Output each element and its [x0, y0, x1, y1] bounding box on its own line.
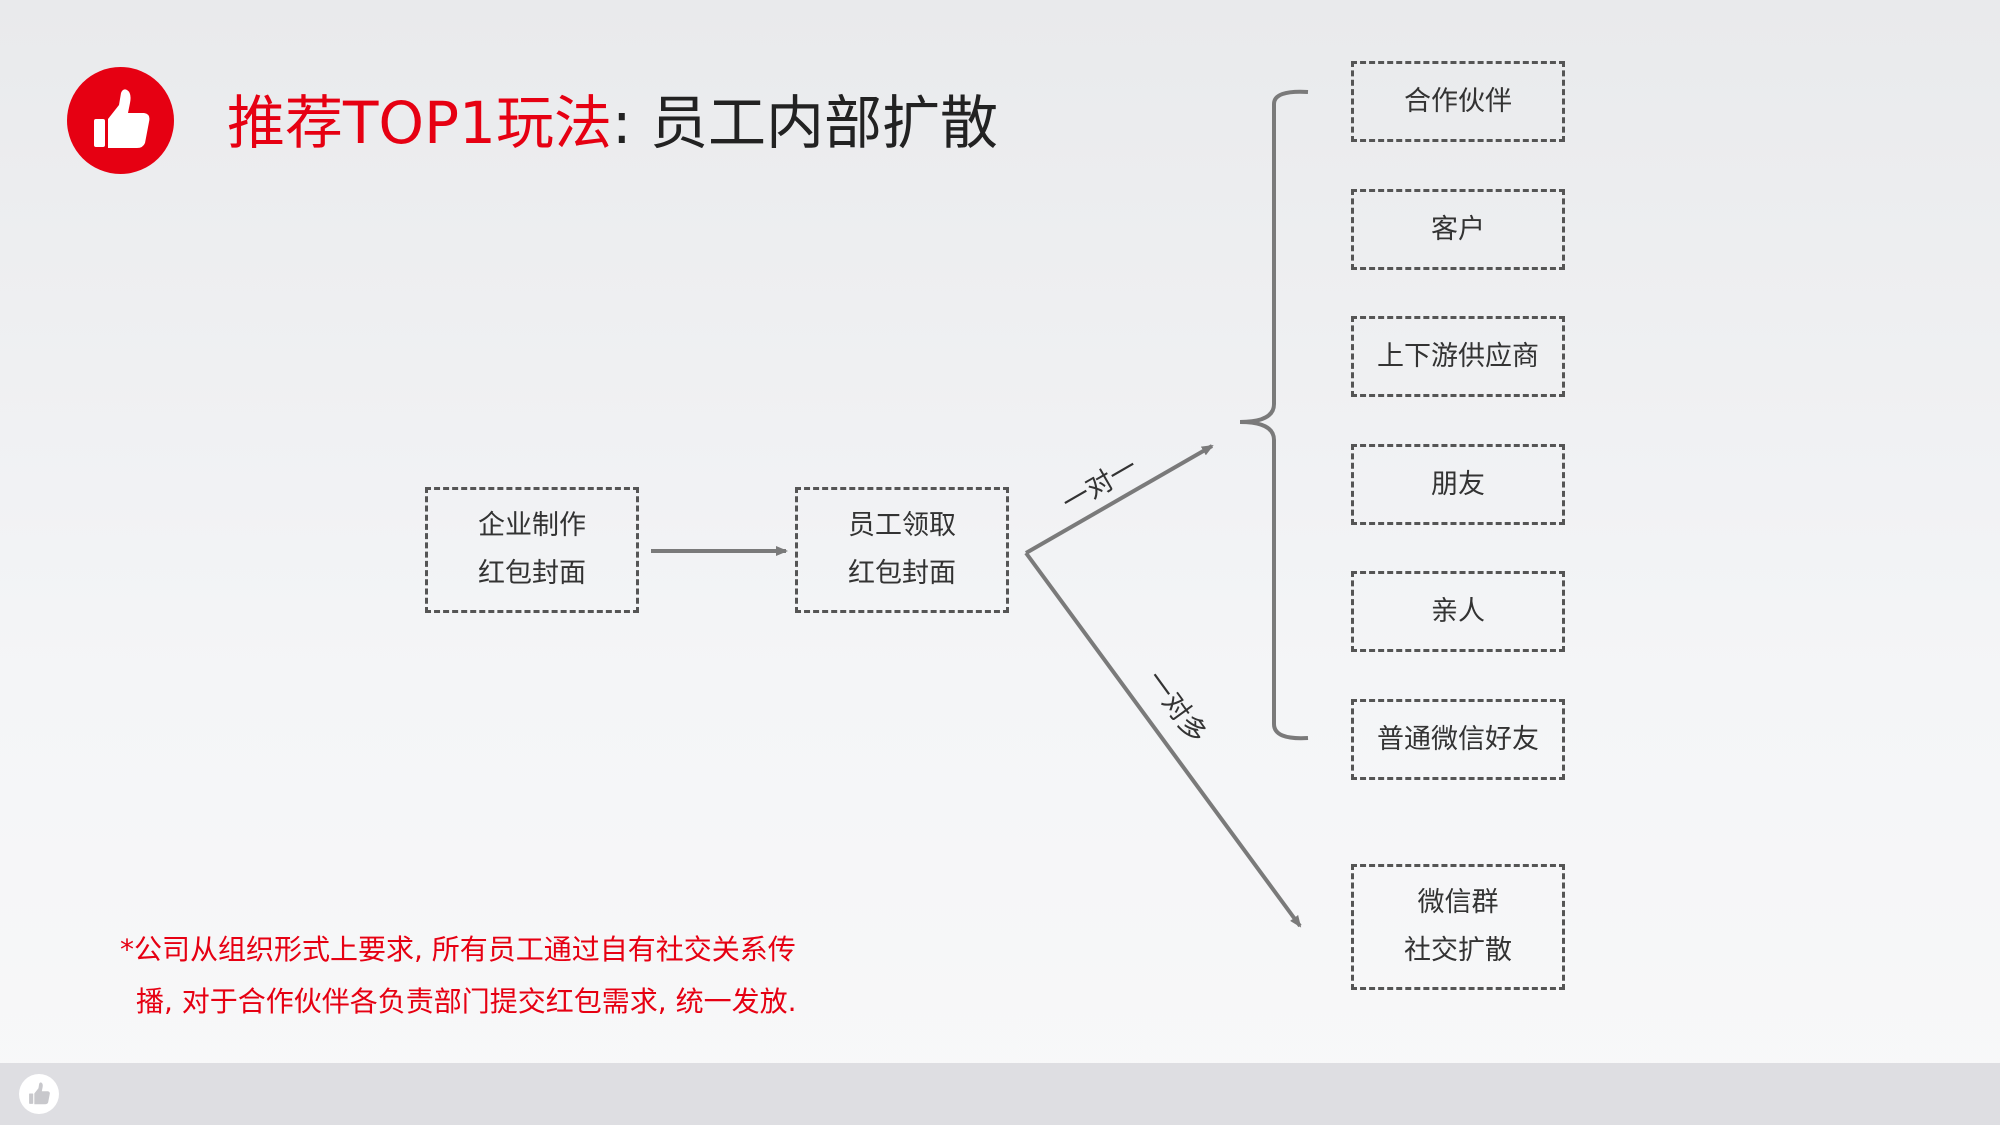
footer-bar	[0, 1063, 2000, 1125]
target-label: 上下游供应商	[1377, 340, 1539, 372]
box-group-line1: 微信群	[1417, 887, 1499, 918]
target-box-relatives: 亲人	[1351, 571, 1565, 652]
footer-logo	[19, 1074, 59, 1114]
thumbs-up-logo	[67, 67, 174, 174]
footnote: *公司从组织形式上要求, 所有员工通过自有社交关系传 播, 对于合作伙伴各负责部…	[120, 924, 797, 1028]
thumbs-up-icon	[94, 89, 150, 148]
page-title: 推荐TOP1玩法: 员工内部扩散	[227, 86, 998, 160]
title-highlight: 推荐TOP1玩法	[227, 89, 612, 157]
box-enterprise-line2: 红包封面	[478, 558, 586, 589]
box-employee-line1: 员工领取	[848, 510, 956, 541]
curly-brace	[1239, 89, 1309, 741]
box-employee-receive-cover: 员工领取 红包封面	[795, 487, 1009, 613]
thumbs-up-icon	[29, 1082, 50, 1105]
footnote-line2: 播, 对于合作伙伴各负责部门提交红包需求, 统一发放.	[136, 985, 797, 1018]
footnote-line1: *公司从组织形式上要求, 所有员工通过自有社交关系传	[120, 933, 796, 966]
target-label: 普通微信好友	[1377, 723, 1539, 755]
box-wechat-group: 微信群 社交扩散	[1351, 864, 1565, 990]
target-box-partners: 合作伙伴	[1351, 61, 1565, 142]
target-box-wechat-friends: 普通微信好友	[1351, 699, 1565, 780]
box-group-line2: 社交扩散	[1404, 935, 1512, 966]
target-label: 朋友	[1431, 468, 1485, 500]
box-enterprise-make-cover: 企业制作 红包封面	[425, 487, 639, 613]
arrow-one-to-many	[1024, 551, 1302, 928]
target-box-suppliers: 上下游供应商	[1351, 316, 1565, 397]
target-box-customers: 客户	[1351, 189, 1565, 270]
target-label: 合作伙伴	[1404, 85, 1512, 117]
box-employee-line2: 红包封面	[848, 558, 956, 589]
target-label: 亲人	[1431, 595, 1485, 627]
arrow-one-to-one	[1025, 444, 1214, 555]
title-rest: : 员工内部扩散	[611, 89, 998, 157]
target-box-friends: 朋友	[1351, 444, 1565, 525]
box-enterprise-line1: 企业制作	[478, 510, 586, 541]
target-label: 客户	[1431, 213, 1485, 245]
